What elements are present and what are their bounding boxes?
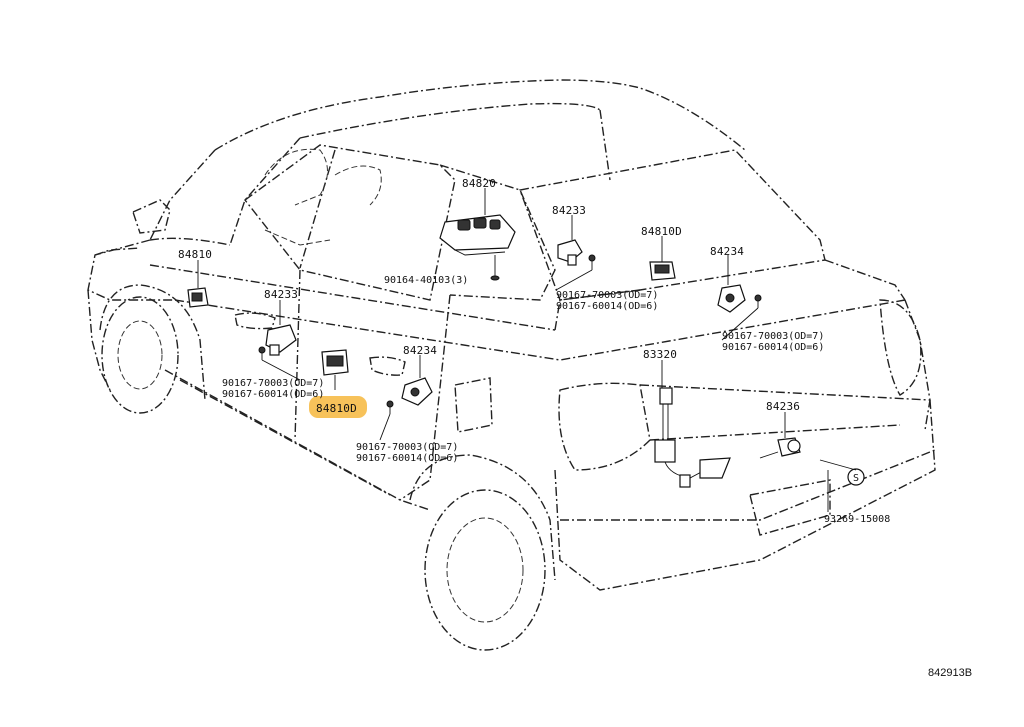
window-switch-icon (557, 239, 596, 270)
label-90167-60014-d[interactable]: 90167-60014(OD=6) (356, 453, 458, 464)
power-window-master-switch-icon (439, 214, 516, 256)
label-90167-60014-a[interactable]: 90167-60014(OD=6) (556, 301, 658, 312)
label-84234-front[interactable]: 84234 (403, 344, 437, 357)
bolt-icon (490, 255, 500, 281)
wire-harness-icon (654, 387, 731, 488)
selected-part-highlight (309, 396, 367, 418)
window-switch-icon (258, 324, 297, 360)
label-84234-rear[interactable]: 84234 (710, 245, 744, 258)
label-83320[interactable]: 83320 (643, 348, 677, 361)
label-90167-70003-d[interactable]: 90167-70003(OD=7) (356, 442, 458, 453)
callout-labels: 84820 90164-40103(3) 84233 84810D 84234 … (178, 177, 890, 525)
fuel-lid-switch-icon (759, 437, 801, 459)
door-courtesy-switch-icon (649, 261, 676, 281)
label-84233-rear[interactable]: 84233 (552, 204, 586, 217)
leader-lines (197, 188, 857, 512)
label-93269-15008[interactable]: 93269-15008 (824, 514, 890, 525)
label-90167-60014-c[interactable]: 90167-60014(OD=6) (222, 389, 324, 400)
window-switch-icon (386, 377, 433, 414)
door-courtesy-switch-icon (187, 287, 209, 308)
car-body-outline (87, 79, 936, 651)
door-courtesy-switch-icon (321, 349, 349, 376)
label-84236[interactable]: 84236 (766, 400, 800, 413)
label-90167-70003-a[interactable]: 90167-70003(OD=7) (556, 290, 658, 301)
figure-id: 842913B (928, 667, 972, 679)
screw-mark-icon: S (847, 468, 865, 486)
label-84820[interactable]: 84820 (462, 177, 496, 190)
label-84810-front[interactable]: 84810 (178, 248, 212, 261)
window-switch-icon (717, 284, 762, 313)
label-90167-70003-c[interactable]: 90167-70003(OD=7) (222, 378, 324, 389)
label-84233-front[interactable]: 84233 (264, 288, 298, 301)
label-84810d-front-selected[interactable]: 84810D (316, 402, 357, 415)
label-90164-40103[interactable]: 90164-40103(3) (384, 275, 468, 286)
label-84810d-rear[interactable]: 84810D (641, 225, 682, 238)
screw-mark-label: S (853, 473, 859, 484)
label-90167-70003-b[interactable]: 90167-70003(OD=7) (722, 331, 824, 342)
label-90167-60014-b[interactable]: 90167-60014(OD=6) (722, 342, 824, 353)
